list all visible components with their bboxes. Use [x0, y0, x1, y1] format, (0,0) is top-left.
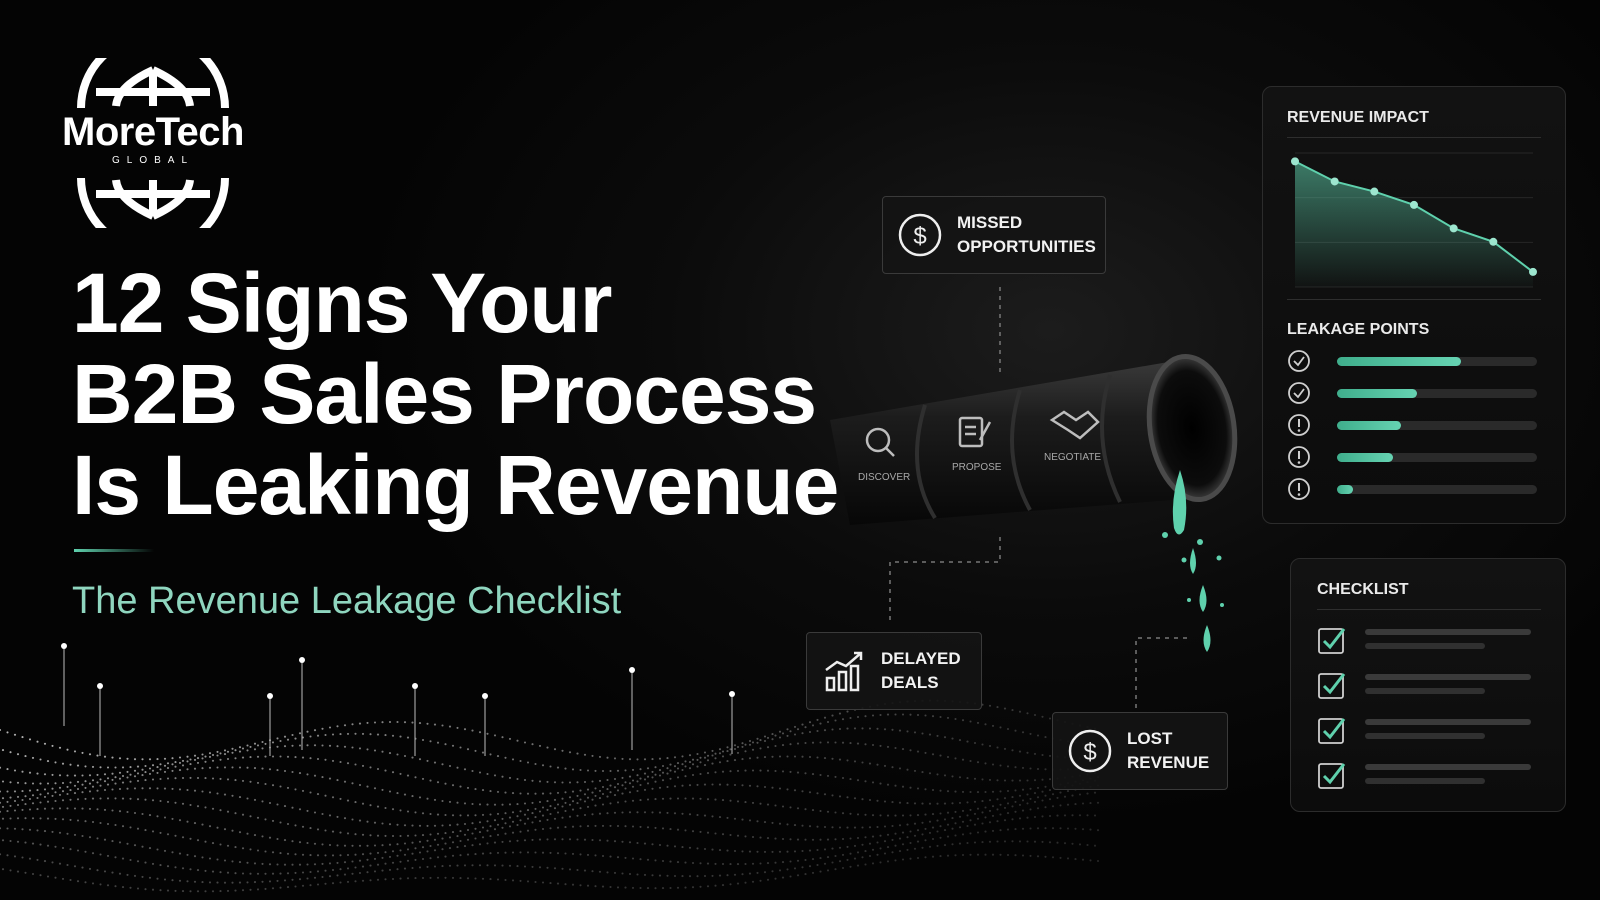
revenue-leakage-panel: REVENUE IMPACT LEAKAGE POINTS	[1262, 86, 1566, 524]
leakage-bar-fill	[1337, 389, 1417, 398]
leakage-point-row	[1287, 413, 1537, 437]
delayed-deals-callout: DELAYED DEALS	[806, 632, 982, 710]
checklist-title: CHECKLIST	[1317, 581, 1409, 598]
handshake-icon	[1049, 410, 1100, 440]
pipe-stage-label: NEGOTIATE	[1044, 452, 1101, 463]
subheadline: The Revenue Leakage Checklist	[72, 580, 622, 622]
callout-line: LOST	[1127, 729, 1173, 748]
checkbox-checked-icon[interactable]	[1317, 625, 1347, 655]
callout-line: OPPORTUNITIES	[957, 237, 1096, 256]
leakage-bar-track	[1337, 421, 1537, 430]
lost-revenue-callout: $ LOST REVENUE	[1052, 712, 1228, 790]
callout-line: DELAYED	[881, 649, 961, 668]
callout-line: DEALS	[881, 673, 939, 692]
check-circle-icon	[1288, 350, 1310, 372]
sales-pipeline-pipe: DISCOVER PROPOSE NEGOTIATE	[830, 353, 1238, 545]
leak-drops	[1162, 470, 1203, 545]
headline: 12 Signs Your B2B Sales Process Is Leaki…	[72, 258, 872, 531]
alert-circle-icon	[1288, 414, 1310, 436]
checklist-item[interactable]	[1317, 623, 1537, 657]
bar-chart-icon	[825, 651, 863, 692]
check-circle-icon	[1288, 382, 1310, 404]
missed-opportunities-callout: $ MISSED OPPORTUNITIES	[882, 196, 1106, 274]
leakage-bar-fill	[1337, 453, 1393, 462]
checkbox-checked-icon[interactable]	[1317, 670, 1347, 700]
leakage-bar-fill	[1337, 421, 1401, 430]
leakage-points-title: LEAKAGE POINTS	[1287, 321, 1430, 338]
checklist-item[interactable]	[1317, 758, 1537, 792]
panel-divider	[1287, 137, 1541, 138]
alert-circle-icon	[1288, 478, 1310, 500]
dollar-icon: $	[1068, 729, 1112, 773]
dollar-icon: $	[898, 213, 942, 257]
checkbox-checked-icon[interactable]	[1317, 760, 1347, 790]
leakage-bar-track	[1337, 389, 1537, 398]
data-point	[1370, 187, 1379, 196]
checklist-placeholder-line	[1365, 719, 1531, 725]
globe-icon	[77, 58, 229, 228]
data-point	[1489, 237, 1498, 246]
data-point	[1410, 200, 1418, 209]
headline-line: B2B Sales Process	[72, 347, 817, 441]
callout-line: MISSED	[957, 213, 1023, 232]
checklist-placeholder-line	[1365, 674, 1531, 680]
leakage-point-row	[1287, 349, 1537, 373]
leakage-bar-fill	[1337, 485, 1353, 494]
checklist-placeholder-line	[1365, 688, 1485, 694]
alert-circle-icon	[1288, 446, 1310, 468]
leakage-point-row	[1287, 477, 1537, 501]
data-point	[1449, 224, 1458, 233]
headline-line: Is Leaking Revenue	[72, 438, 839, 532]
checklist-placeholder-line	[1365, 643, 1485, 649]
leakage-bar-track	[1337, 485, 1537, 494]
checklist-panel: CHECKLIST	[1290, 558, 1566, 812]
brand-logo: MoreTech GLOBAL	[48, 58, 258, 228]
search-icon	[865, 427, 895, 457]
checklist-item[interactable]	[1317, 713, 1537, 747]
data-point	[1529, 267, 1537, 276]
checklist-placeholder-line	[1365, 629, 1531, 635]
panel-divider	[1317, 609, 1541, 610]
svg-text:$: $	[913, 223, 926, 250]
leakage-bar-fill	[1337, 357, 1461, 366]
checklist-item[interactable]	[1317, 668, 1537, 702]
checklist-placeholder-line	[1365, 778, 1485, 784]
pipe-stage-label: PROPOSE	[952, 462, 1002, 473]
leakage-bar-track	[1337, 453, 1537, 462]
document-edit-icon	[958, 416, 992, 448]
brand-name: MoreTech	[62, 110, 244, 154]
pipe-stage-label: DISCOVER	[858, 472, 910, 483]
brand-tagline: GLOBAL	[111, 155, 195, 166]
checklist-placeholder-line	[1365, 764, 1531, 770]
headline-line: 12 Signs Your	[72, 256, 612, 350]
series-area	[1295, 161, 1533, 287]
callout-line: REVENUE	[1127, 753, 1210, 772]
leakage-point-row	[1287, 381, 1537, 405]
svg-text:$: $	[1083, 739, 1096, 766]
revenue-impact-title: REVENUE IMPACT	[1287, 109, 1429, 126]
checklist-placeholder-line	[1365, 733, 1485, 739]
checkbox-checked-icon[interactable]	[1317, 715, 1347, 745]
leakage-point-row	[1287, 445, 1537, 469]
particle-wave	[0, 643, 1100, 893]
data-point	[1291, 157, 1299, 166]
panel-divider	[1287, 299, 1541, 300]
data-point	[1330, 177, 1339, 186]
leakage-bar-track	[1337, 357, 1537, 366]
accent-divider	[74, 549, 154, 552]
revenue-impact-chart	[1291, 152, 1537, 288]
